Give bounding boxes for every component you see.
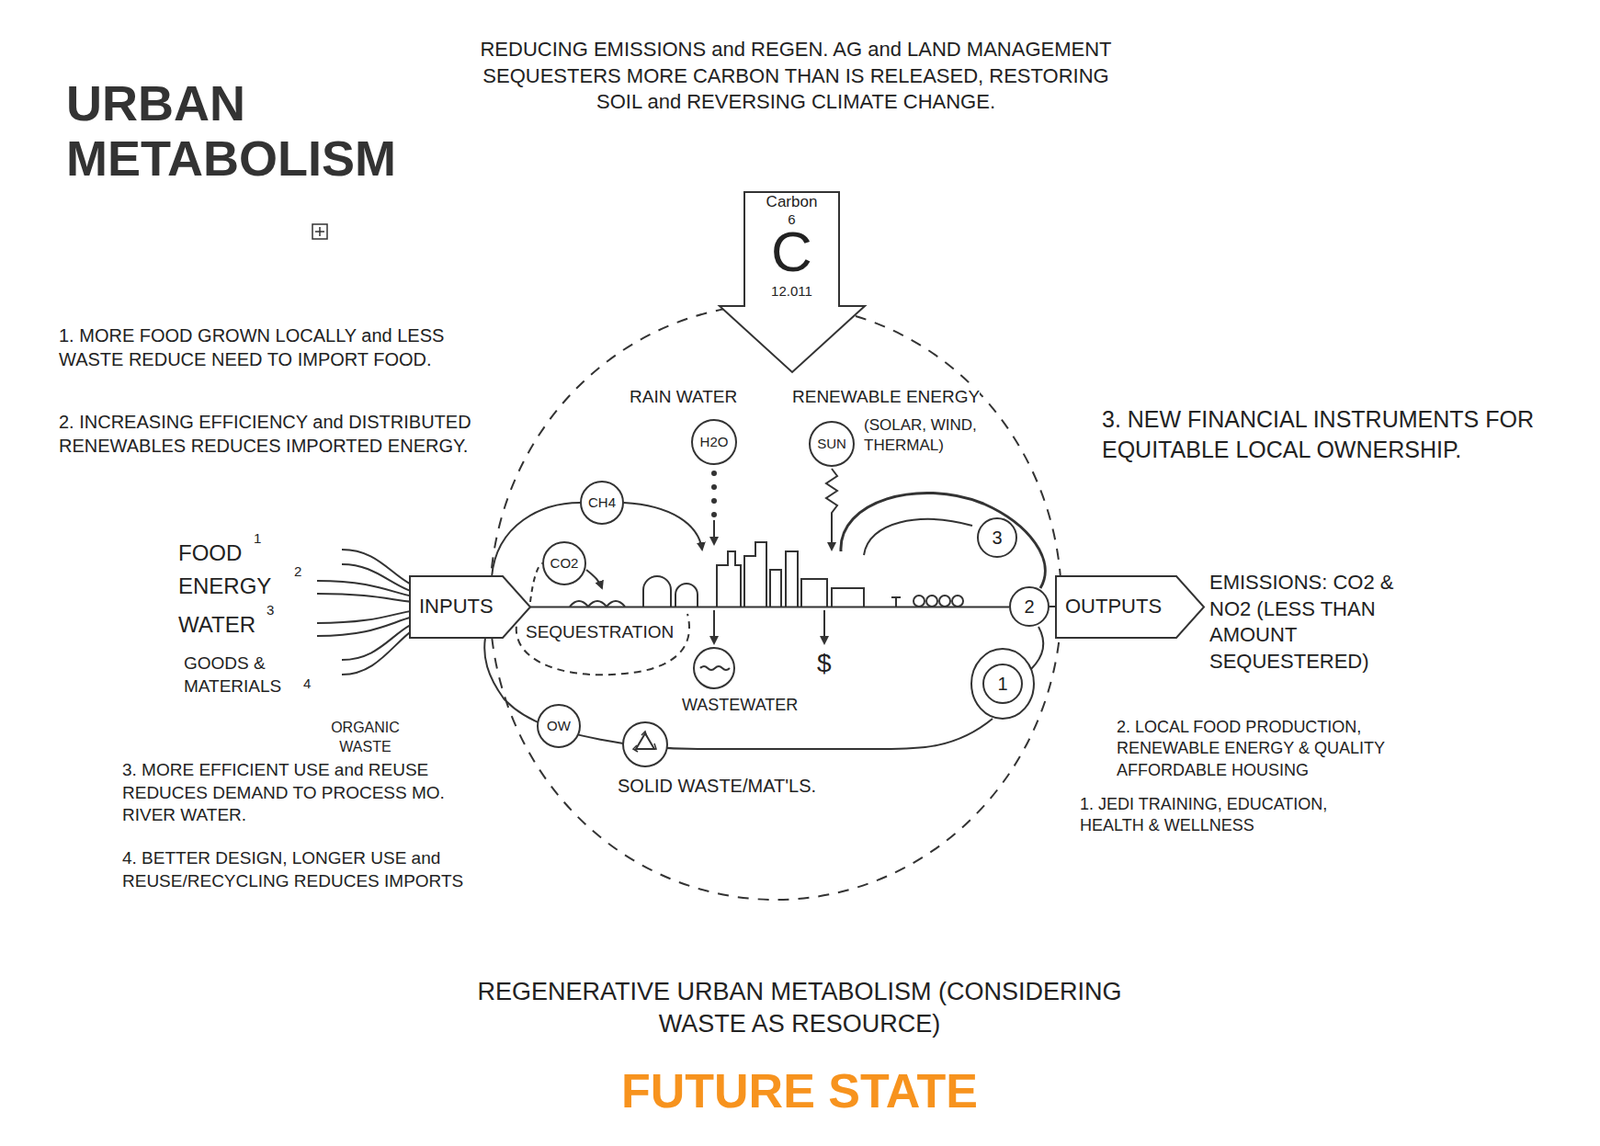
rain-drops — [711, 484, 717, 490]
flow-arrows — [484, 468, 1045, 749]
flow-line — [530, 606, 1010, 609]
diagram-subtitle: REGENERATIVE URBAN METABOLISM (CONSIDERI… — [459, 975, 1140, 1041]
arrow-outline — [409, 576, 531, 638]
wastewater-symbol — [693, 647, 735, 689]
callout-number: 4 — [303, 674, 311, 693]
circle-node: 3 — [976, 517, 1018, 558]
flow-arrows — [971, 648, 1034, 719]
node-text: CO2 — [550, 556, 579, 572]
circle-node: 2 — [1009, 586, 1050, 627]
flow-label: SOLID WASTE/MAT'LS. — [617, 773, 817, 798]
flow-arrows — [1031, 626, 1044, 670]
wastewater-symbol — [700, 666, 730, 670]
circle-node: H2O — [691, 419, 738, 466]
input-label: ENERGY — [178, 571, 272, 601]
circle-node: CH4 — [579, 480, 625, 525]
flow-arrows — [826, 468, 838, 550]
flow-arrow-box: OUTPUTS — [1055, 576, 1204, 638]
flow-arrow-box: INPUTS — [409, 576, 531, 638]
diagram-caption: FUTURE STATE — [523, 1062, 1076, 1120]
city-skyline — [643, 576, 698, 607]
callout-number: 1 — [253, 529, 261, 548]
note-text: 2. LOCAL FOOD PRODUCTION, RENEWABLE ENER… — [1116, 716, 1430, 782]
city-skyline — [569, 542, 964, 607]
flow-label: RENEWABLE ENERGY — [792, 385, 980, 409]
callout-number: 2 — [294, 562, 302, 581]
rain-drops — [711, 511, 717, 518]
circle-node: SUN — [808, 420, 855, 467]
node-text: SUN — [817, 436, 847, 453]
note-text: 3. NEW FINANCIAL INSTRUMENTS FOR EQUITAB… — [1101, 404, 1534, 465]
recycle-symbol — [635, 733, 655, 749]
flow-arrows — [713, 520, 715, 545]
flow-label: ORGANIC WASTE — [321, 718, 409, 758]
city-skyline — [891, 597, 901, 607]
note-text: 1. JEDI TRAINING, EDUCATION, HEALTH & WE… — [1079, 794, 1393, 838]
flow-arrows — [713, 610, 715, 644]
city-skyline — [926, 595, 938, 607]
rain-drops — [711, 498, 717, 504]
city-skyline — [939, 595, 951, 607]
flow-arrows — [530, 563, 543, 602]
node-text: INPUTS — [419, 596, 494, 617]
system-boundary — [489, 304, 1062, 900]
node-text: 3 — [991, 527, 1002, 548]
recycle-symbol — [623, 722, 668, 767]
flow-line — [1049, 605, 1056, 608]
flow-arrows — [624, 502, 703, 550]
city-skyline — [952, 595, 964, 607]
flow-arrows — [840, 492, 1045, 589]
rain-drops — [711, 470, 717, 477]
expand-icon — [312, 224, 328, 239]
flow-label: (SOLAR, WIND, THERMAL) — [863, 415, 979, 456]
arrow-outline — [719, 192, 865, 373]
city-skyline — [913, 595, 925, 607]
node-text: OW — [546, 718, 571, 735]
circle-node: 1 — [982, 663, 1023, 704]
flow-label: SEQUESTRATION — [525, 621, 674, 645]
circle-node: OW — [536, 703, 581, 749]
node-text: 2 — [1023, 596, 1034, 617]
expand-icon — [315, 226, 325, 237]
wastewater-symbol — [693, 647, 735, 689]
callout-number: 3 — [266, 601, 274, 620]
node-text: 1 — [997, 673, 1008, 694]
flow-arrows — [863, 519, 973, 556]
node-text: CH4 — [588, 495, 616, 511]
recycle-symbol — [623, 722, 668, 767]
note-text: 2. INCREASING EFFICIENCY and DISTRIBUTED… — [58, 409, 473, 458]
node-text: C — [744, 223, 840, 281]
note-text: 3. MORE EFFICIENT USE and REUSE REDUCES … — [122, 759, 481, 828]
flow-arrows — [586, 569, 602, 589]
input-label: FOOD — [178, 538, 242, 568]
node-text: 12.011 — [744, 283, 840, 298]
city-skyline — [716, 542, 864, 607]
output-label: EMISSIONS: CO2 & NO2 (LESS THAN AMOUNT S… — [1209, 569, 1440, 675]
rain-drops — [711, 470, 717, 518]
flow-arrows — [484, 637, 993, 749]
diagram-title: URBAN METABOLISM — [66, 75, 434, 187]
flow-arrows — [491, 502, 580, 578]
flow-arrows — [516, 613, 690, 675]
recycle-symbol — [633, 731, 657, 752]
element-arrow-box: Carbon6C12.011 — [719, 192, 865, 373]
flow-arrows — [823, 610, 826, 644]
city-skyline — [569, 601, 625, 607]
circle-node: CO2 — [542, 541, 587, 586]
money-symbol: $ — [817, 646, 832, 681]
note-text: 4. BETTER DESIGN, LONGER USE and REUSE/R… — [122, 847, 564, 893]
system-boundary — [489, 304, 1062, 900]
input-label: WATER — [178, 610, 256, 639]
arrow-outline — [1055, 576, 1204, 638]
expand-icon — [312, 224, 328, 239]
node-text: OUTPUTS — [1065, 596, 1162, 617]
note-text: 1. MORE FOOD GROWN LOCALLY and LESS WAST… — [58, 323, 473, 372]
node-text: H2O — [700, 434, 729, 451]
node-text: Carbon — [744, 193, 840, 210]
input-label: GOODS & MATERIALS — [183, 652, 299, 698]
flow-label: WASTEWATER — [681, 694, 798, 716]
flow-label: RAIN WATER — [629, 385, 738, 409]
note-text: REDUCING EMISSIONS and REGEN. AG and LAN… — [474, 36, 1118, 116]
